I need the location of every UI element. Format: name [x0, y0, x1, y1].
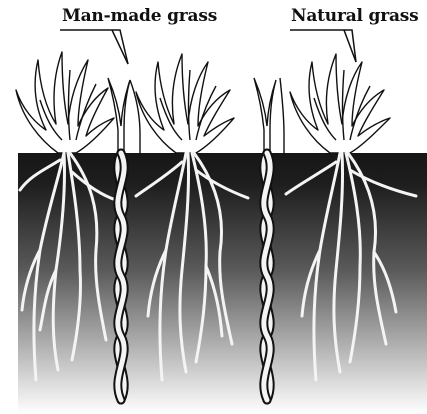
grass-tuft-right: [290, 54, 390, 153]
twisted-stem-left: [118, 153, 124, 400]
artificial-fibre-right: [254, 78, 284, 153]
label-natural-grass: Natural grass: [291, 6, 419, 26]
callout-manmade: [60, 30, 128, 64]
twisted-stem-right: [264, 153, 270, 400]
callout-natural: [290, 30, 356, 62]
label-man-made-grass: Man-made grass: [62, 6, 217, 26]
artificial-fibre-left: [108, 78, 140, 153]
grass-tuft-left: [16, 52, 114, 153]
grass-tuft-middle: [136, 54, 234, 153]
